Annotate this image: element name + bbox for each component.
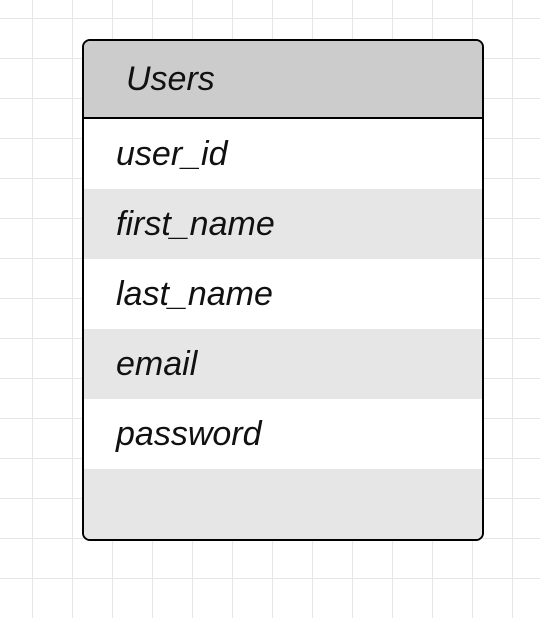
field-row[interactable]: password: [84, 399, 482, 469]
field-name: last_name: [116, 274, 273, 313]
field-name: password: [116, 414, 262, 453]
field-name: email: [116, 344, 198, 383]
field-row[interactable]: first_name: [84, 189, 482, 259]
field-name: first_name: [116, 204, 275, 243]
empty-field-row[interactable]: [84, 469, 482, 539]
entity-title: Users: [126, 59, 215, 98]
entity-header[interactable]: Users: [84, 41, 482, 119]
field-name: user_id: [116, 134, 228, 173]
field-row[interactable]: email: [84, 329, 482, 399]
field-row[interactable]: user_id: [84, 119, 482, 189]
field-row[interactable]: last_name: [84, 259, 482, 329]
